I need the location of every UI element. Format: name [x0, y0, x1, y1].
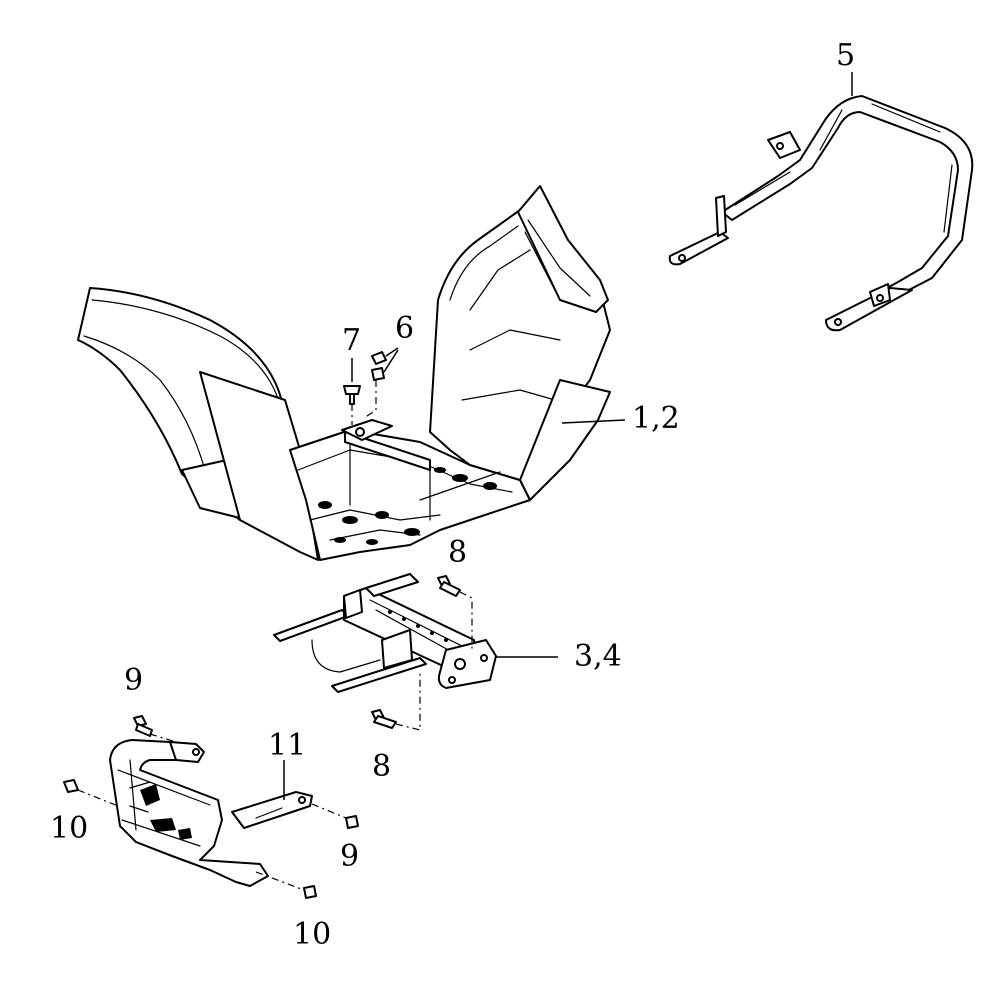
part-6-clip [363, 347, 399, 419]
callout-6: 6 [395, 311, 414, 346]
callout-8-upper: 8 [448, 535, 467, 570]
callout-10-lower: 10 [293, 917, 331, 952]
callout-3-4: 3,4 [574, 639, 622, 674]
part-8-bolt-upper [437, 575, 473, 650]
part-11-rear-guard [109, 739, 313, 887]
callout-9-upper: 9 [124, 663, 143, 698]
callout-11: 11 [268, 728, 306, 763]
part-1-2-floor-panel [77, 185, 611, 561]
callout-8-lower: 8 [372, 749, 391, 784]
part-8-bolt-lower [371, 672, 421, 731]
part-7-rivet [343, 358, 361, 425]
part-3-4-support-frame [273, 573, 497, 693]
callout-7: 7 [342, 323, 361, 358]
callout-1-2: 1,2 [632, 401, 680, 436]
callout-10-left: 10 [50, 811, 88, 846]
part-10-bolt-lower [255, 871, 317, 899]
callout-9-lower: 9 [340, 839, 359, 874]
part-5-grab-bar [668, 95, 974, 332]
callout-5: 5 [836, 38, 855, 73]
leader-1-2 [561, 419, 626, 424]
part-9-bolt-upper [133, 715, 177, 743]
part-10-bolt-left [63, 779, 119, 807]
part-9-bolt-lower [311, 803, 359, 829]
